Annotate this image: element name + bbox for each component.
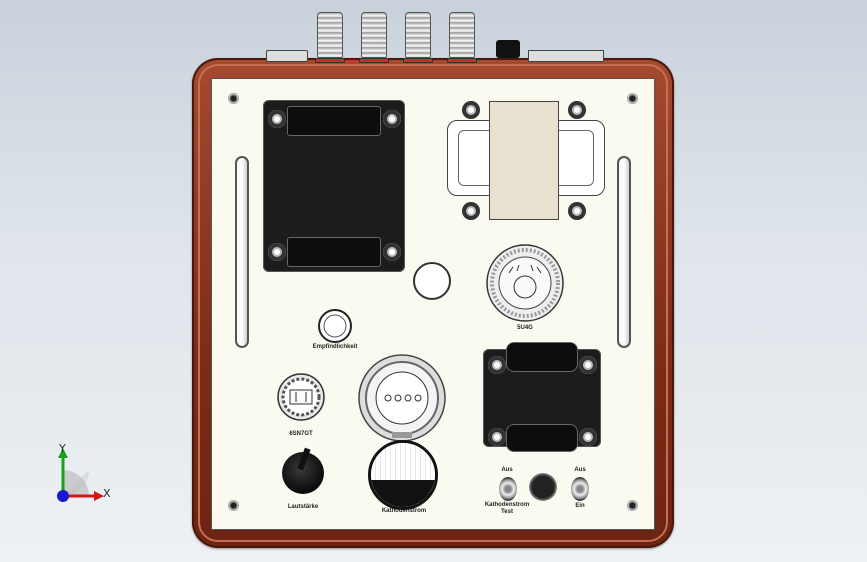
screw-icon	[228, 500, 239, 511]
mount-hole-icon	[268, 110, 286, 128]
binding-post-1[interactable]	[315, 12, 345, 63]
left-handle[interactable]	[235, 156, 249, 348]
large-tube-socket-icon	[358, 354, 446, 442]
chassis-rim	[198, 64, 668, 542]
test-label: Kathodenstrom Test	[484, 502, 530, 515]
tube-socket-icon	[277, 373, 325, 421]
test-push-button[interactable]	[529, 473, 557, 501]
right-toggle-switch[interactable]	[571, 477, 589, 501]
mount-hole-icon	[579, 356, 597, 374]
mount-hole-icon	[568, 202, 586, 220]
binding-post-4[interactable]	[447, 12, 477, 63]
mount-hole-icon	[488, 356, 506, 374]
left-toggle-top-label: Aus	[501, 467, 513, 473]
right-toggle-bottom-label: Ein	[575, 503, 585, 509]
rectifier-tube-icon	[486, 244, 564, 322]
screw-icon	[627, 93, 638, 104]
mount-hole-icon	[488, 428, 506, 446]
mount-hole-icon	[462, 101, 480, 119]
coordinate-triad-icon	[57, 448, 104, 502]
rectifier-tube-label: 5U4G	[517, 325, 533, 331]
sensitivity-label: Empfindlichkeit	[312, 344, 358, 350]
output-clamp-top	[506, 342, 578, 372]
mount-hole-icon	[579, 428, 597, 446]
mount-hole-icon	[383, 243, 401, 261]
mount-hole-icon	[462, 202, 480, 220]
top-connector-right[interactable]	[528, 50, 604, 62]
sensitivity-knob-icon[interactable]	[317, 308, 353, 344]
right-handle[interactable]	[617, 156, 631, 348]
axis-x-label: X	[103, 487, 111, 500]
meter-label: Kathodenstrom	[381, 508, 427, 514]
meter-bezel	[368, 440, 438, 510]
screw-icon	[228, 93, 239, 104]
meter-needle-area	[371, 480, 435, 507]
binding-post-2[interactable]	[359, 12, 389, 63]
transformer-clamp-bottom	[287, 237, 381, 267]
left-toggle-switch[interactable]	[499, 477, 517, 501]
right-toggle-top-label: Aus	[574, 467, 586, 473]
axis-y-label: Y	[59, 442, 66, 455]
mount-hole-icon	[268, 243, 286, 261]
top-connector-left[interactable]	[266, 50, 308, 62]
tube-socket-label: 6SN7GT	[289, 431, 313, 437]
top-jack[interactable]	[496, 40, 520, 58]
volume-label: Lautstärke	[287, 504, 319, 510]
pilot-lamp	[413, 262, 451, 300]
transformer-clamp-top	[287, 106, 381, 136]
mount-hole-icon	[568, 101, 586, 119]
binding-post-3[interactable]	[403, 12, 433, 63]
screw-icon	[627, 500, 638, 511]
volume-knob[interactable]	[282, 447, 324, 494]
choke-winding	[489, 101, 559, 220]
mount-hole-icon	[383, 110, 401, 128]
output-clamp-bottom	[506, 424, 578, 452]
